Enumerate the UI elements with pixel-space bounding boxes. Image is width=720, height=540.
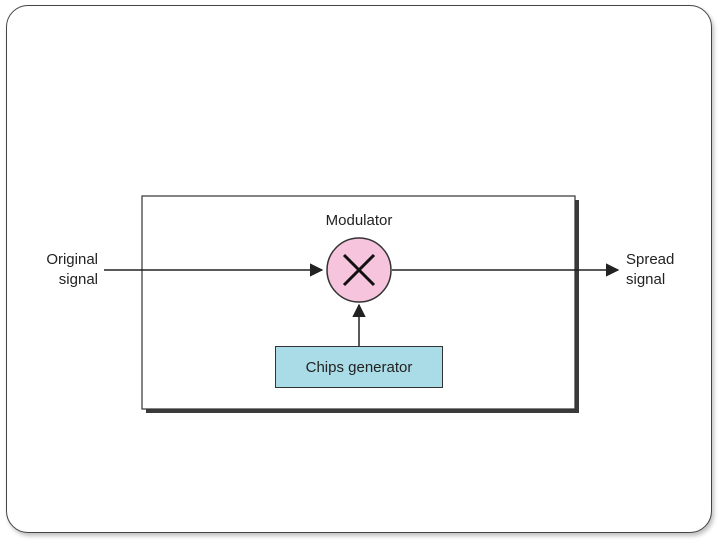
modulator-label: Modulator (325, 212, 393, 229)
multiply-icon (342, 253, 376, 287)
output-label-line-1: Spread (626, 251, 675, 268)
input-label-line-2: signal (58, 271, 98, 288)
chips-generator-label: Chips generator (305, 358, 413, 376)
output-label-line-2: signal (626, 271, 666, 288)
input-label: Original signal (30, 250, 98, 290)
input-label-line-1: Original (46, 251, 98, 268)
chips-generator-box: Chips generator (275, 346, 443, 388)
output-label: Spread signal (626, 250, 696, 290)
